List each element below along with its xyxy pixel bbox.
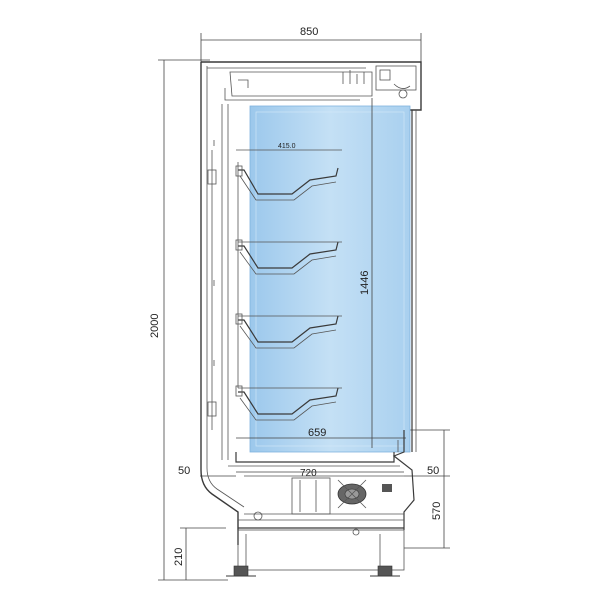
label-display-height: 1446: [359, 271, 371, 295]
display-glass: 1446: [249, 98, 417, 453]
label-right-offset: 50: [427, 465, 439, 477]
dimension-left-offset: 50: [178, 465, 236, 477]
dimension-overall-height: 2000: [149, 59, 228, 581]
compressor-fan-icon: [337, 479, 392, 509]
label-shelf-depth: 415.0: [278, 143, 296, 150]
shelf-2: [235, 239, 342, 314]
shelf-4: [235, 385, 342, 421]
label-foot-height: 210: [173, 548, 185, 566]
shelf-3: [235, 313, 342, 388]
foot-left: [226, 565, 256, 577]
cabinet-base: 720: [228, 430, 415, 571]
label-base-depth: 720: [300, 468, 317, 479]
shelf-1: 415.0: [235, 143, 342, 240]
cabinet-frame: [200, 61, 422, 545]
label-display-depth: 659: [308, 427, 326, 439]
dimension-foot-height: 210: [173, 527, 226, 580]
foot-right: [370, 565, 400, 577]
dimension-overall-width: 850: [200, 26, 422, 62]
dimension-right-base: 50 570: [404, 429, 450, 549]
dimension-display-depth: 659: [236, 427, 406, 439]
label-overall-width: 850: [300, 26, 318, 38]
label-overall-height: 2000: [149, 314, 161, 338]
label-left-offset: 50: [178, 465, 190, 477]
label-base-right-height: 570: [431, 502, 443, 520]
